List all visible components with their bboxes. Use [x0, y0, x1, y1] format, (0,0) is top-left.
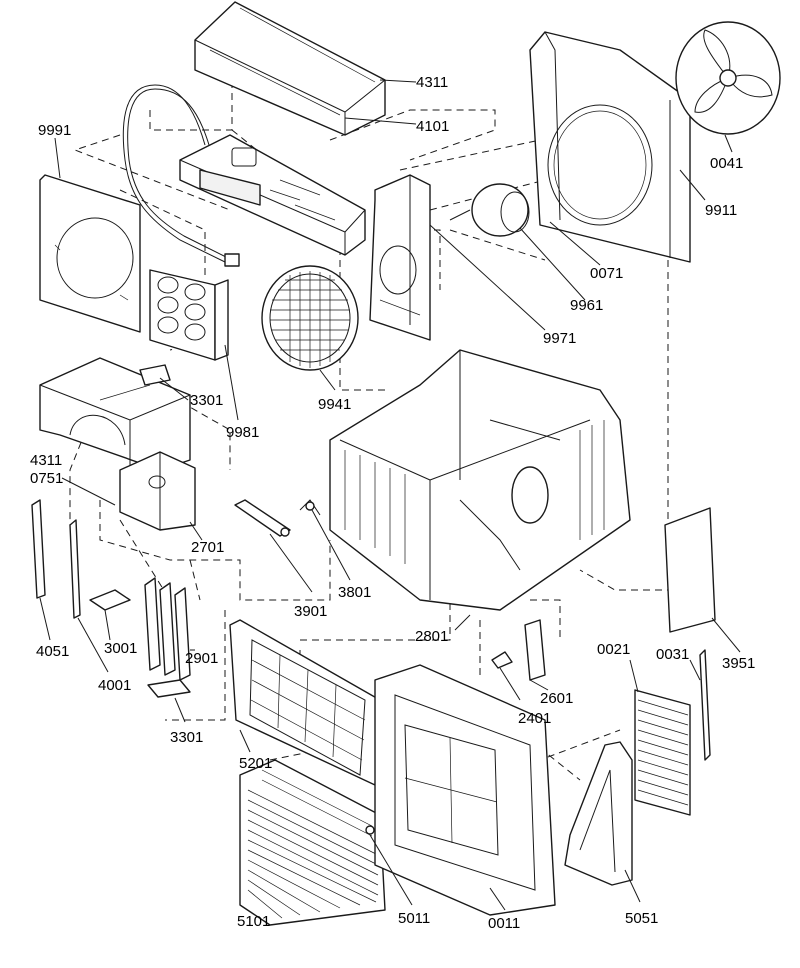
rear-panel-3951	[664, 507, 716, 633]
label-0041: 0041	[710, 155, 743, 172]
blower-housing-9971	[369, 174, 431, 341]
label-3801: 3801	[338, 584, 371, 601]
label-9941: 9941	[318, 396, 351, 413]
label-4311-duct: 4311	[30, 452, 62, 469]
top-cover-4311	[194, 1, 386, 136]
front-grille-5101	[239, 759, 386, 926]
label-9961: 9961	[570, 297, 603, 314]
bracket-3301-lower	[147, 679, 191, 698]
axial-fan-0041	[675, 21, 781, 135]
label-3301-lower: 3301	[170, 729, 203, 746]
label-2401: 2401	[518, 710, 551, 727]
partition-2701	[119, 451, 196, 531]
label-3951: 3951	[722, 655, 755, 672]
bracket-3001	[89, 589, 131, 611]
side-panel-9991	[39, 174, 141, 333]
label-0011: 0011	[488, 915, 520, 932]
gasket-4001	[69, 519, 81, 619]
louver-assembly-0021	[634, 689, 691, 816]
drain-clip-2401	[491, 651, 513, 669]
power-cord	[122, 84, 240, 267]
label-9971: 9971	[543, 330, 576, 347]
label-0031: 0031	[656, 646, 689, 663]
label-4311-top: 4311	[416, 74, 448, 91]
control-brackets-2901	[144, 577, 191, 681]
label-5201: 5201	[239, 755, 272, 772]
label-0751: 0751	[30, 470, 63, 487]
side-curtain-5051	[564, 741, 633, 886]
label-4051: 4051	[36, 643, 69, 660]
leader-lines	[39, 79, 741, 911]
capillary-tube-3901	[234, 499, 291, 537]
blower-wheel-9941	[261, 265, 359, 371]
valve-3801	[299, 499, 321, 516]
label-9991: 9991	[38, 122, 71, 139]
drain-cover-2601	[524, 619, 546, 681]
label-4001: 4001	[98, 677, 131, 694]
fan-motor-9961	[449, 183, 530, 237]
label-2801: 2801	[415, 628, 448, 645]
label-9911: 9911	[705, 202, 737, 219]
heater-assembly-9981	[149, 269, 229, 361]
label-0071: 0071	[590, 265, 623, 282]
label-9981: 9981	[226, 424, 259, 441]
label-4101: 4101	[416, 118, 449, 135]
label-5101: 5101	[237, 913, 270, 930]
control-box-4101	[179, 134, 366, 256]
label-5051: 5051	[625, 910, 658, 927]
front-frame-0011	[374, 664, 556, 916]
gasket-4051	[31, 499, 46, 599]
condenser-shroud-9911	[529, 31, 691, 263]
louver-rod-0031	[699, 649, 711, 761]
label-3901: 3901	[294, 603, 327, 620]
label-3301-upper: 3301	[190, 392, 223, 409]
screw-5011	[365, 825, 375, 835]
label-2701: 2701	[191, 539, 224, 556]
label-2901: 2901	[185, 650, 218, 667]
label-3001: 3001	[104, 640, 137, 657]
part-labels: 4311 4101 9991 0041 9911 0071 9961 9971 …	[30, 74, 755, 932]
base-chassis-2801	[329, 349, 631, 611]
label-5011: 5011	[398, 910, 430, 927]
label-2601: 2601	[540, 690, 573, 707]
label-0021: 0021	[597, 641, 630, 658]
